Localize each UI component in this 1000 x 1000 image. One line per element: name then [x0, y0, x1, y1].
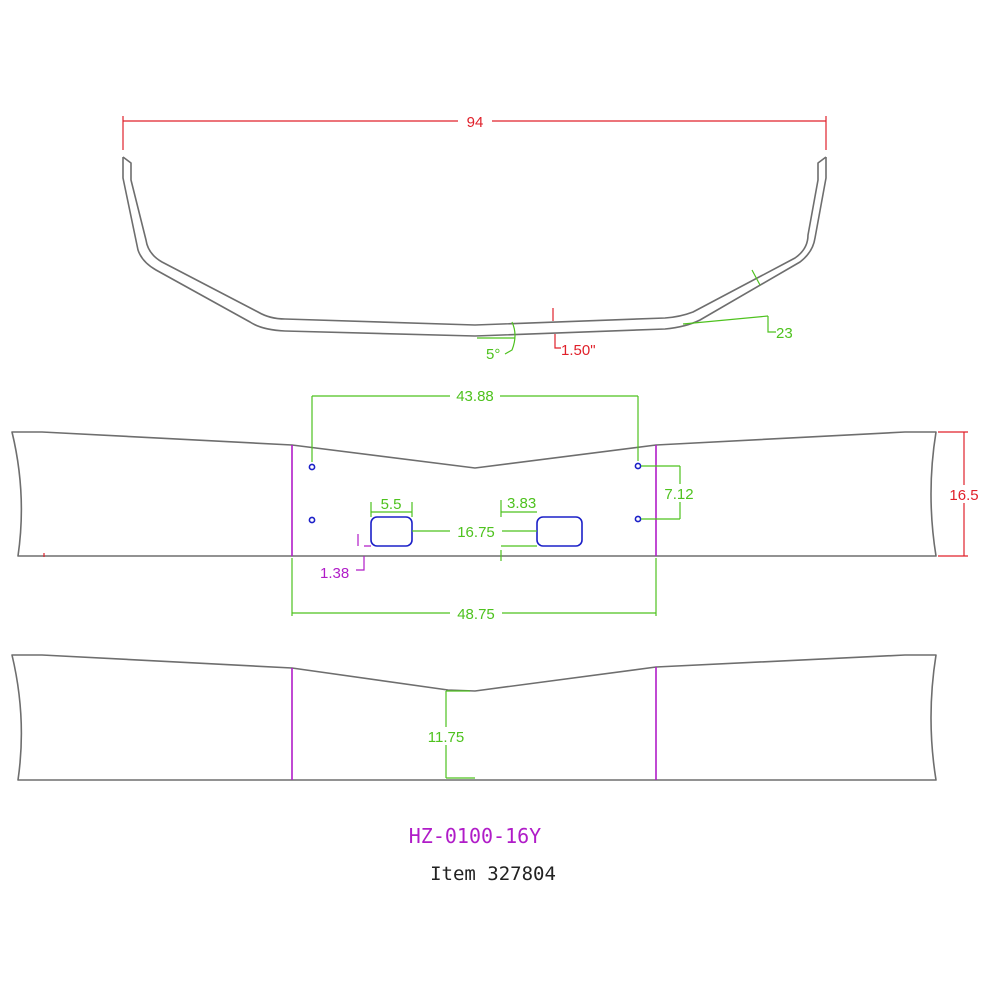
angle-small-label: 5° — [486, 346, 500, 363]
hole-spacing-label-bg — [450, 387, 500, 405]
slot-offset-leader — [356, 545, 371, 571]
top-view-inner-profile — [122, 156, 827, 326]
angle-end-bracket — [767, 316, 776, 333]
hole-vertical-label-bg — [661, 484, 697, 502]
slot-height-label: 3.83 — [507, 495, 536, 512]
front-view-outline — [11, 431, 937, 557]
center-offset-leader — [554, 334, 561, 349]
hole-vertical-label: 7.12 — [664, 486, 693, 503]
mounting-hole-bottom-right — [634, 515, 642, 523]
angle-end-tick — [751, 269, 761, 286]
mounting-hole-top-right — [634, 462, 642, 470]
slot-offset-label: 1.38 — [320, 565, 349, 582]
mounting-hole-top-left — [308, 463, 316, 471]
overall-width-label-bg — [458, 112, 492, 130]
center-height-label: 11.75 — [428, 729, 464, 746]
license-slot-right — [536, 516, 583, 547]
angle-end-leader — [682, 315, 769, 325]
top-view-outer-profile — [122, 157, 827, 337]
angle-end-label: 23 — [776, 325, 793, 342]
center-height-label-bg — [422, 727, 470, 745]
mounting-hole-bottom-left — [308, 516, 316, 524]
angle-small-arc — [504, 321, 516, 355]
license-slot-left — [370, 516, 413, 547]
slot-spacing-label: 16.75 — [457, 524, 495, 541]
bend-spacing-label-bg — [450, 604, 502, 622]
height-label: 16.5 — [949, 487, 978, 504]
slot-width-label: 5.5 — [381, 496, 402, 513]
center-offset-label: 1.50" — [561, 342, 596, 359]
item-label: Item 327804 — [430, 863, 556, 885]
slot-spacing-label-bg — [450, 522, 502, 540]
back-view-outline — [11, 654, 937, 781]
part-number: HZ-0100-16Y — [409, 824, 541, 848]
top-view: 94 5° 1.50" 23 — [122, 112, 827, 363]
back-view: 11.75 — [11, 654, 937, 781]
bend-spacing-label: 48.75 — [457, 606, 495, 623]
height-label-bg — [946, 485, 982, 503]
overall-width-label: 94 — [467, 114, 484, 131]
front-view: 43.88 16.5 7.12 5.5 3.83 16.75 1.38 — [11, 387, 982, 623]
hole-spacing-label: 43.88 — [456, 388, 494, 405]
